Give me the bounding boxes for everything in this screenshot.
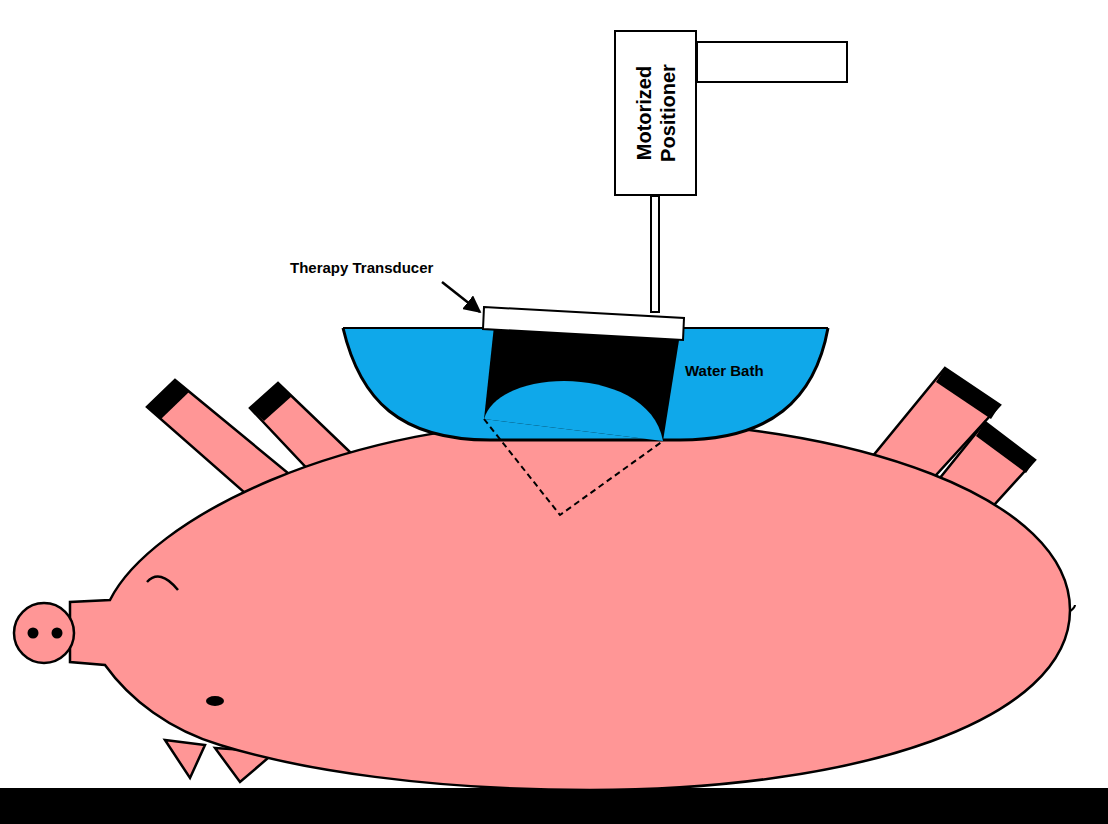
positioner-rod <box>651 196 659 312</box>
positioner-arm <box>697 42 847 82</box>
pig-eye <box>147 577 178 590</box>
positioner-box: Motorized Positioner <box>614 30 697 196</box>
focus-cone <box>484 419 663 515</box>
pig-ear <box>165 740 205 778</box>
part-label: Therapy Transducer <box>290 259 433 276</box>
transducer-housing <box>484 326 680 441</box>
leader-arrow <box>442 282 480 312</box>
pig-mouth <box>206 696 224 706</box>
node-label: Water Bath <box>685 362 764 379</box>
table <box>0 788 1108 824</box>
pig-nostril <box>52 628 63 639</box>
pig-nostril <box>28 628 39 639</box>
pig-body <box>70 420 1070 790</box>
transducer-lens <box>484 381 663 441</box>
pig-snout <box>14 603 74 663</box>
water-bath: Water Bath <box>343 300 828 445</box>
transducer-plate <box>483 307 684 340</box>
node-label: Motorized Positioner <box>632 38 680 188</box>
